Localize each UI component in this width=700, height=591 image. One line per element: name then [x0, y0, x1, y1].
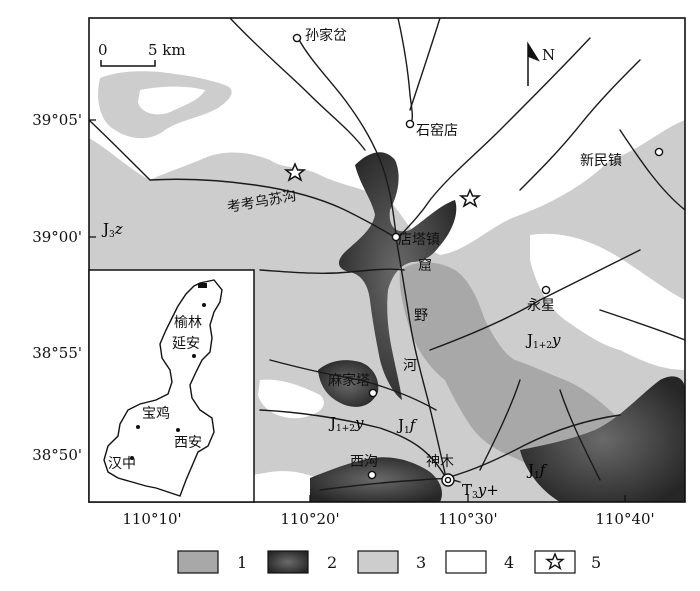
star-icon: [544, 552, 566, 571]
stratum-j12y-east: J1+2y: [525, 331, 561, 351]
star-icon: [283, 162, 307, 182]
inset-dot-yulin: [202, 303, 206, 307]
legend-item-2: 2: [267, 550, 337, 574]
star-icon: [458, 188, 482, 208]
lat-label-3855: 38°55': [32, 344, 82, 362]
stratum-j1f-center: J1f: [396, 416, 418, 436]
inset-label-yanan: 延安: [172, 336, 200, 352]
legend-num-2: 2: [327, 553, 337, 572]
map-frame: [88, 17, 686, 503]
lat-label-3905: 39°05': [32, 111, 82, 129]
study-area-marker: [198, 283, 207, 288]
legend-item-5: 5: [534, 550, 601, 574]
town-marker-xinminzhen: [654, 147, 664, 157]
inset-label-baoji: 宝鸡: [142, 405, 170, 422]
unit4-white-east: [530, 233, 685, 370]
label-xinminzhen: 新民镇: [580, 153, 622, 169]
latitude-axis: 39°05' 39°00' 38°55' 38°50': [32, 111, 96, 464]
north-label: N: [542, 46, 555, 64]
sample-sites: [283, 162, 482, 208]
town-marker-shiyaodian: [405, 119, 415, 129]
lat-label-3900: 39°00': [32, 228, 82, 246]
legend-num-1: 1: [237, 553, 247, 572]
inset-label-hanzhong: 汉中: [108, 456, 136, 472]
label-majiata: 麻家塔: [328, 372, 370, 389]
inset-dot-baoji: [136, 425, 140, 429]
town-marker-yongxing: [541, 285, 551, 295]
longitude-axis: 110°10' 110°20' 110°30' 110°40': [122, 495, 655, 528]
lon-label-11010: 110°10': [122, 510, 181, 528]
town-marker-dianta: [391, 232, 401, 242]
legend-num-3: 3: [416, 553, 426, 572]
label-shiyaodian: 石窑店: [416, 122, 458, 139]
town-marker-sunjiacha: [292, 33, 302, 43]
unit4-white-innerpool: [138, 86, 205, 115]
scale-bar: 0 5 km: [98, 41, 186, 67]
label-kuye-3: 河: [403, 358, 417, 374]
legend-num-5: 5: [591, 553, 601, 572]
stratum-j1f-east: J1f: [526, 461, 548, 481]
stratum-t3y: T3y+: [462, 481, 499, 501]
unit2-coal-southeast: [520, 376, 685, 502]
lon-label-11020: 110°20': [280, 510, 339, 528]
inset-dot-hanzhong: [130, 456, 134, 460]
label-xigou: 西沟: [350, 454, 378, 470]
town-marker-shenmu-inner: [444, 476, 452, 484]
label-kuye-2: 野: [414, 308, 428, 324]
unit4-white-westpatch: [258, 379, 324, 419]
unit2-coal-main: [338, 152, 457, 400]
lon-label-11030: 110°30': [438, 510, 497, 528]
unit2-coal-south: [310, 457, 442, 502]
scale-start: 0: [98, 41, 108, 59]
legend: 1 2 3 4 5: [177, 550, 601, 574]
label-yongxing: 永星: [527, 298, 555, 314]
label-sunjiacha: 孙家岔: [305, 27, 347, 44]
legend-item-1: 1: [177, 550, 247, 574]
label-shenmu: 神木: [426, 454, 454, 470]
label-kuye-1: 窟: [418, 257, 432, 274]
north-arrow-icon: N: [527, 41, 555, 86]
lon-label-11040: 110°40': [595, 510, 654, 528]
town-marker-xigou: [367, 470, 377, 480]
inset-dot-yanan: [192, 354, 196, 358]
town-markers: [292, 33, 664, 487]
legend-num-4: 4: [504, 553, 514, 572]
legend-item-4: 4: [445, 550, 514, 574]
inset-label-xian: 西安: [174, 435, 202, 451]
scale-end: 5 km: [148, 41, 186, 59]
inset-label-yulin: 榆林: [174, 315, 202, 331]
stratum-j3z: J3z: [101, 220, 123, 240]
label-dianta: 店塔镇: [398, 232, 440, 248]
town-marker-majiata: [368, 388, 378, 398]
stratum-j12y-west: J1+2y: [328, 414, 364, 434]
unit2-coal-west: [318, 360, 379, 407]
river-network: [89, 18, 685, 491]
stratum-labels: J3z J1+2y J1+2y J1f J1f T3y+: [101, 220, 561, 501]
inset-map: 榆林 延安 宝鸡 西安 汉中: [88, 269, 255, 503]
inset-dot-xian: [176, 428, 180, 432]
map-body: [89, 18, 685, 502]
shaanxi-outline: [103, 279, 223, 497]
legend-item-3: 3: [357, 550, 426, 574]
lat-label-3850: 38°50': [32, 446, 82, 464]
unit4-white-north: [89, 18, 685, 255]
